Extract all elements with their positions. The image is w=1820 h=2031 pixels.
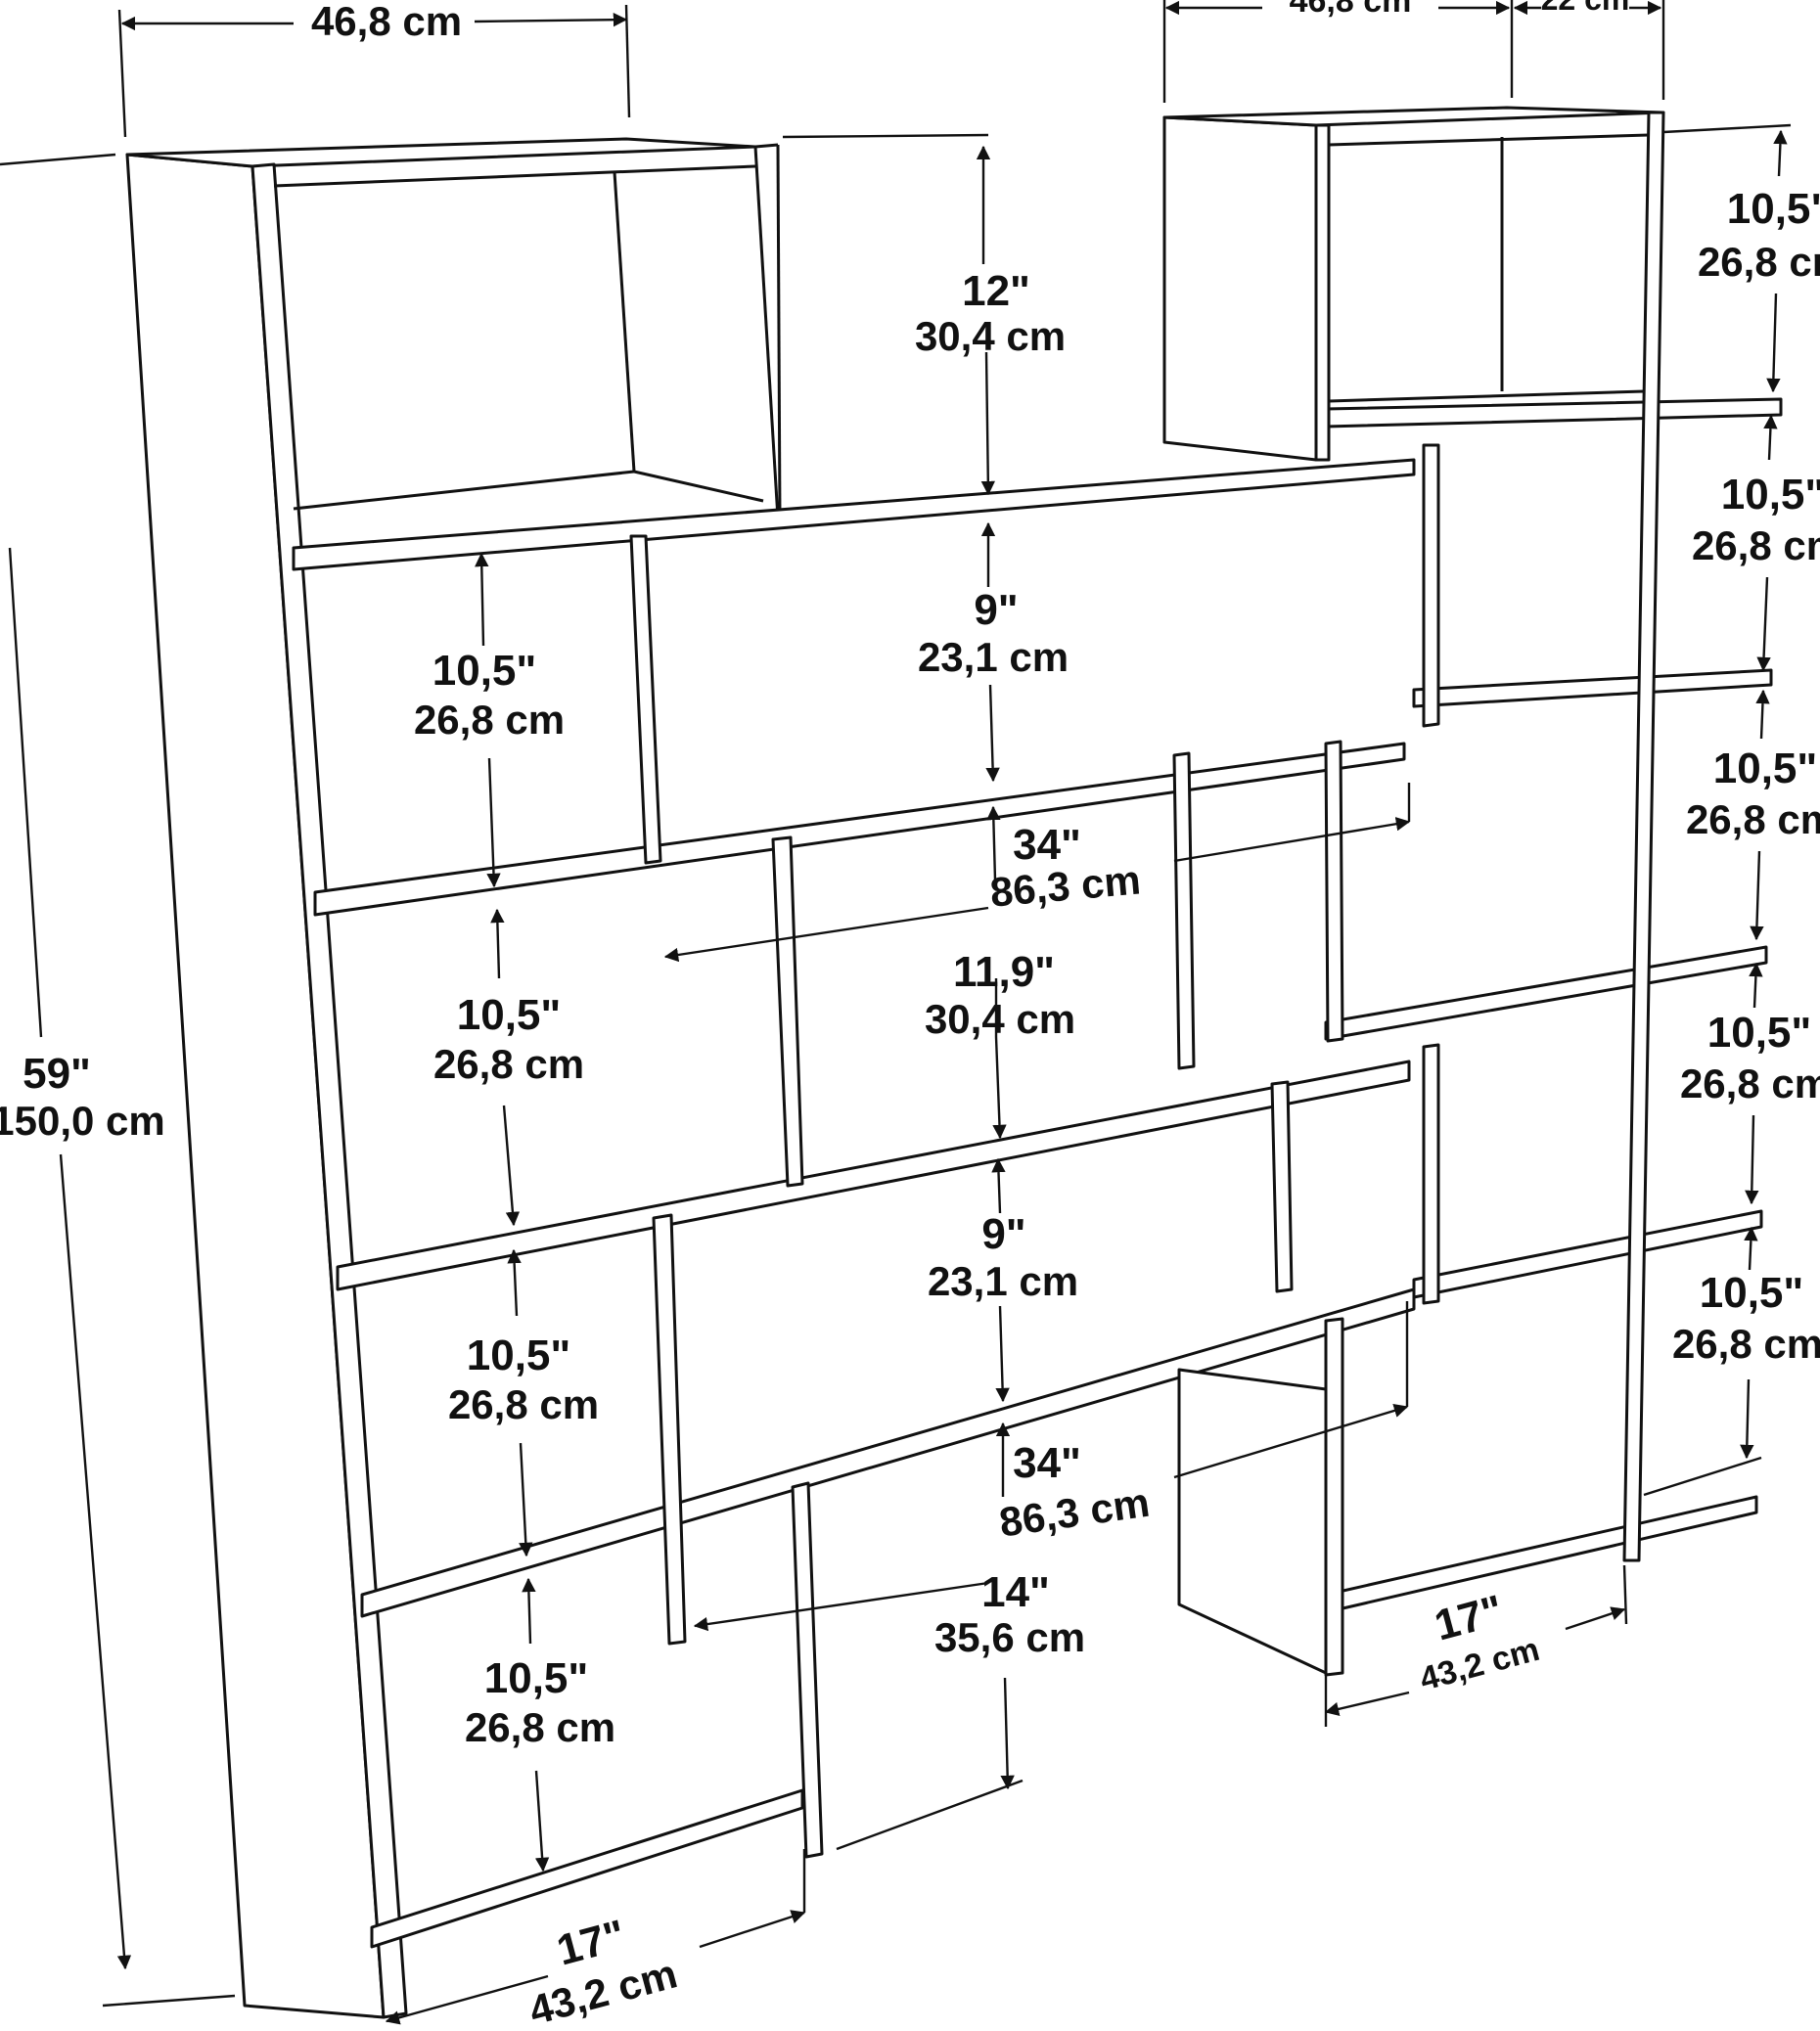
shelf-unit-drawing bbox=[125, 106, 1783, 2019]
label-right-shelf-5-in: 10,5" bbox=[1700, 1269, 1804, 1317]
label-span-upper-cm: 86,3 cm bbox=[988, 856, 1143, 915]
label-left-shelf-2-in: 10,5" bbox=[457, 991, 562, 1039]
label-top-gap-cm: 30,4 cm bbox=[915, 313, 1066, 359]
label-mid-lower-in: 9" bbox=[981, 1210, 1025, 1258]
label-right-shelf-1-in: 10,5" bbox=[1727, 185, 1820, 233]
label-top-gap-in: 12" bbox=[962, 267, 1030, 315]
label-span-lower-cm: 86,3 cm bbox=[996, 1479, 1152, 1546]
horizontal-boards bbox=[292, 397, 1783, 1949]
label-left-shelf-3-cm: 26,8 cm bbox=[448, 1381, 599, 1427]
label-span-lower-in: 34" bbox=[1013, 1439, 1081, 1487]
label-right-shelf-2-cm: 26,8 cm bbox=[1692, 522, 1820, 568]
label-left-shelf-4-cm: 26,8 cm bbox=[465, 1704, 615, 1750]
label-base-right-cm: 43,2 cm bbox=[1416, 1631, 1543, 1698]
label-mid-upper-in: 9" bbox=[974, 586, 1018, 634]
label-left-shelf-2-cm: 26,8 cm bbox=[433, 1041, 584, 1087]
label-right-shelf-3-in: 10,5" bbox=[1713, 745, 1818, 792]
label-right-shelf-5-cm: 26,8 cm bbox=[1672, 1321, 1820, 1367]
label-bottom-gap-in: 14" bbox=[981, 1568, 1050, 1616]
label-mid-upper-cm: 23,1 cm bbox=[918, 634, 1069, 680]
label-left-shelf-3-in: 10,5" bbox=[467, 1331, 571, 1379]
label-mid-lower-cm: 23,1 cm bbox=[928, 1258, 1078, 1304]
label-top-depth-right: 22 cm bbox=[1541, 0, 1630, 17]
label-right-shelf-1-cm: 26,8 cm bbox=[1698, 239, 1820, 285]
right-tall-unit bbox=[1162, 106, 1665, 1675]
label-center-cm: 30,4 cm bbox=[925, 996, 1075, 1042]
label-top-width-left: 46,8 cm bbox=[311, 0, 462, 44]
label-span-upper-in: 34" bbox=[1013, 821, 1081, 869]
vertical-dividers bbox=[629, 443, 1440, 1859]
label-left-shelf-1-in: 10,5" bbox=[432, 647, 537, 695]
label-total-height-cm: 150,0 cm bbox=[0, 1098, 165, 1144]
left-tall-unit bbox=[125, 137, 782, 2019]
label-total-height-in: 59" bbox=[23, 1050, 91, 1098]
label-right-shelf-4-in: 10,5" bbox=[1707, 1009, 1812, 1057]
label-right-shelf-3-cm: 26,8 cm bbox=[1686, 796, 1820, 842]
label-top-width-right: 46,8 cm bbox=[1290, 0, 1412, 20]
label-center-in: 11,9" bbox=[953, 948, 1055, 996]
label-left-shelf-1-cm: 26,8 cm bbox=[414, 697, 565, 743]
label-right-shelf-2-in: 10,5" bbox=[1721, 471, 1820, 519]
label-bottom-gap-cm: 35,6 cm bbox=[934, 1614, 1085, 1660]
label-right-shelf-4-cm: 26,8 cm bbox=[1680, 1061, 1820, 1106]
label-left-shelf-4-in: 10,5" bbox=[484, 1654, 589, 1702]
